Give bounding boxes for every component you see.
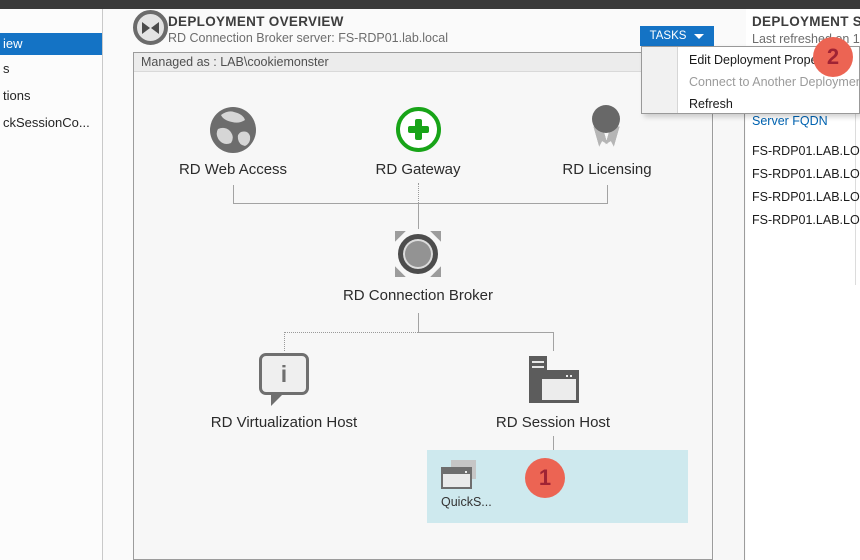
award-medal-icon — [592, 105, 620, 133]
overview-title: DEPLOYMENT OVERVIEW — [168, 14, 344, 29]
menu-item-connect-to-another-deployment[interactable]: Connect to Another Deployment — [689, 75, 860, 89]
connector-line — [233, 185, 234, 203]
annotation-badge-1: 1 — [525, 458, 565, 498]
rd-connection-broker-label: RD Connection Broker — [342, 287, 494, 304]
window-top-bar — [0, 0, 860, 9]
connector-dotted-line — [418, 183, 420, 203]
server-row[interactable]: FS-RDP01.LAB.LOCAL — [752, 213, 860, 227]
sidebar-item-quicksessioncollection[interactable]: ckSessionCo... — [3, 115, 90, 130]
window-icon — [539, 370, 579, 403]
compress-arrow-right-icon — [142, 21, 150, 34]
servers-panel-title: DEPLOYMENT SERVERS — [752, 14, 860, 29]
connector-dotted-line — [284, 332, 418, 334]
server-fqdn-column-header[interactable]: Server FQDN — [752, 114, 828, 128]
rd-web-access-label: RD Web Access — [178, 161, 288, 178]
connector-line — [418, 313, 419, 332]
collection-label: QuickS... — [441, 495, 492, 509]
rd-licensing-label: RD Licensing — [562, 161, 652, 178]
connector-line — [418, 332, 553, 333]
sidebar — [0, 9, 102, 560]
sidebar-divider — [102, 9, 103, 560]
connector-dotted-line — [284, 332, 286, 351]
broker-circle-icon — [398, 234, 438, 274]
chevron-down-icon — [694, 33, 705, 39]
arrow-se-icon — [430, 266, 441, 277]
tasks-button[interactable]: TASKS — [640, 26, 714, 46]
sidebar-item-servers[interactable]: s — [3, 61, 10, 76]
rd-gateway-label: RD Gateway — [375, 161, 461, 178]
tasks-button-label: TASKS — [649, 30, 687, 42]
sidebar-item-collections[interactable]: tions — [3, 88, 31, 103]
panel-gap-strip — [714, 52, 745, 560]
menu-icon-gutter — [642, 47, 678, 113]
rd-licensing-icon[interactable] — [592, 105, 622, 153]
rd-connection-broker-icon[interactable] — [395, 231, 441, 277]
connector-line — [553, 436, 554, 450]
deployment-overview-icon — [133, 10, 168, 45]
tasks-dropdown-menu: Edit Deployment Properties Connect to An… — [641, 46, 860, 114]
rd-gateway-icon[interactable] — [396, 107, 441, 152]
rd-web-access-icon[interactable] — [208, 105, 258, 155]
connector-line — [553, 332, 554, 351]
menu-item-refresh[interactable]: Refresh — [689, 97, 733, 111]
info-bubble-icon: i — [259, 353, 309, 395]
connector-line — [607, 185, 608, 203]
server-row[interactable]: FS-RDP01.LAB.LOCAL — [752, 190, 860, 204]
arrow-ne-icon — [430, 231, 441, 242]
globe-icon — [210, 107, 256, 153]
overview-subtitle: RD Connection Broker server: FS-RDP01.la… — [168, 31, 448, 45]
annotation-badge-2: 2 — [813, 37, 853, 77]
connector-line — [233, 203, 608, 204]
connector-line — [418, 203, 419, 229]
arrow-sw-icon — [395, 266, 406, 277]
sidebar-item-overview[interactable]: iew — [0, 33, 102, 55]
arrow-nw-icon — [395, 231, 406, 242]
rd-session-host-icon[interactable] — [529, 356, 579, 406]
managed-as-bar: Managed as : LAB\cookiemonster — [134, 53, 712, 72]
menu-item-edit-deployment-properties[interactable]: Edit Deployment Properties — [689, 53, 842, 67]
server-row[interactable]: FS-RDP01.LAB.LOCAL — [752, 167, 860, 181]
rd-virtualization-host-label: RD Virtualization Host — [210, 414, 358, 431]
servers-column-divider — [855, 110, 856, 285]
compress-arrow-left-icon — [151, 21, 159, 34]
bubble-tail-icon — [271, 393, 284, 406]
collection-windows-icon — [441, 460, 477, 490]
rd-session-host-label: RD Session Host — [495, 414, 611, 431]
rd-virtualization-host-icon[interactable]: i — [259, 353, 309, 409]
server-row[interactable]: FS-RDP01.LAB.LOCAL — [752, 144, 860, 158]
